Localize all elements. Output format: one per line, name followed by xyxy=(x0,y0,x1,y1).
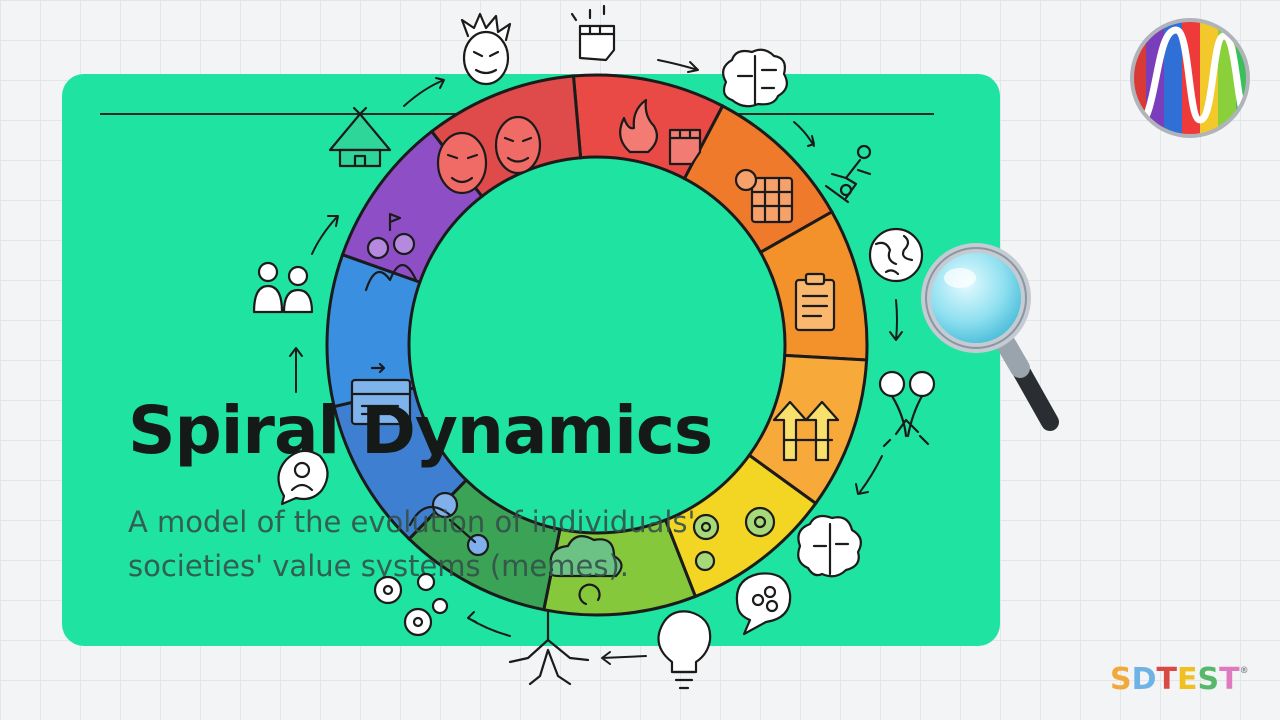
gears-small-icon xyxy=(692,506,776,572)
gears-icon xyxy=(373,572,449,637)
sdtest-letter: S xyxy=(1110,662,1132,697)
sdtest-letter: S xyxy=(1197,662,1220,697)
sdtest-letter: D xyxy=(1131,662,1157,697)
slide-title: Spiral Dynamics xyxy=(128,392,713,469)
climbers-icon xyxy=(824,144,872,204)
slide-subtitle: A model of the evolution of individuals'… xyxy=(128,505,696,583)
brain-outline-icon xyxy=(797,514,863,578)
roots-icon xyxy=(508,610,590,686)
sdtest-letter: E xyxy=(1176,662,1198,697)
rainbow-wave-logo xyxy=(1130,18,1250,138)
chat-bubble-icon xyxy=(277,449,329,506)
mask-pair-icon xyxy=(436,115,542,195)
registered-mark: ® xyxy=(1239,666,1249,676)
sdtest-letter: T xyxy=(1219,662,1240,697)
hut-icon xyxy=(328,106,392,168)
ideas-bubble-icon xyxy=(735,572,792,636)
globe-icon xyxy=(868,227,924,283)
brain-icon xyxy=(721,48,789,108)
orbit-arrows xyxy=(289,59,903,665)
web-window-icon xyxy=(350,362,412,426)
artists-icon xyxy=(364,212,418,292)
sdtest-letter: T xyxy=(1156,662,1177,697)
calculator-icon xyxy=(734,168,794,224)
tree-roots-icon xyxy=(878,370,936,448)
up-arrows-icon xyxy=(772,400,840,462)
cloud-connect-icon xyxy=(549,535,623,606)
family-icon xyxy=(252,261,314,314)
lightbulb-icon xyxy=(657,610,712,690)
tribal-mask-icon xyxy=(460,12,512,86)
raised-fist-icon xyxy=(570,4,616,62)
magnifying-glass-icon xyxy=(921,243,1059,431)
network-people-icon xyxy=(408,491,490,557)
clipboard-icon xyxy=(794,272,836,332)
sdtest-watermark: SDTEST® xyxy=(1110,662,1249,697)
fire-fist-icon xyxy=(619,98,702,166)
